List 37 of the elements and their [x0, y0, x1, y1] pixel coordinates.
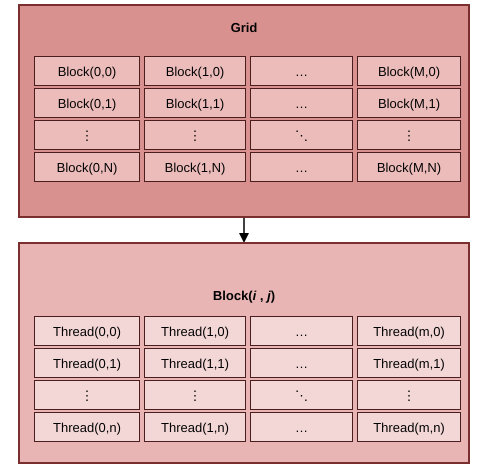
grid-cell: Block(0,1) [34, 88, 140, 118]
grid-cell: Block(1,1) [144, 88, 246, 118]
grid-cell: ⋱ [250, 380, 353, 410]
container-box [18, 4, 470, 218]
grid-cell: Thread(1,0) [144, 316, 246, 346]
grid-cell: Block(M,1) [357, 88, 461, 118]
grid-cell: … [250, 412, 353, 442]
grid-cell: ⋮ [34, 120, 140, 150]
grid-cell: ⋱ [250, 120, 353, 150]
grid-cell: ⋮ [357, 380, 461, 410]
grid-cell: Thread(m,1) [357, 348, 461, 378]
grid-cell: Thread(0,n) [34, 412, 140, 442]
grid-cell: ⋮ [34, 380, 140, 410]
grid-cell: … [250, 56, 353, 86]
arrow [239, 218, 249, 243]
container-box [18, 242, 470, 464]
grid-cell: Thread(0,0) [34, 316, 140, 346]
grid-cell: ⋮ [144, 380, 246, 410]
grid-cell: Thread(1,n) [144, 412, 246, 442]
grid-cell: Block(1,N) [144, 152, 246, 182]
grid-cell: … [250, 152, 353, 182]
grid-cell: Block(0,N) [34, 152, 140, 182]
grid-cell: Thread(m,n) [357, 412, 461, 442]
grid-cell: … [250, 316, 353, 346]
grid-cell: ⋮ [357, 120, 461, 150]
box-title: Grid [230, 20, 258, 35]
grid-cell: … [250, 88, 353, 118]
box-title: Block(i , j) [212, 288, 276, 303]
grid-cell: Thread(m,0) [357, 316, 461, 346]
grid-cell: Block(M,N) [357, 152, 461, 182]
grid-cell: Block(1,0) [144, 56, 246, 86]
grid-cell: Block(0,0) [34, 56, 140, 86]
grid-cell: Block(M,0) [357, 56, 461, 86]
grid-cell: … [250, 348, 353, 378]
grid-cell: Thread(0,1) [34, 348, 140, 378]
grid-cell: ⋮ [144, 120, 246, 150]
grid-cell: Thread(1,1) [144, 348, 246, 378]
